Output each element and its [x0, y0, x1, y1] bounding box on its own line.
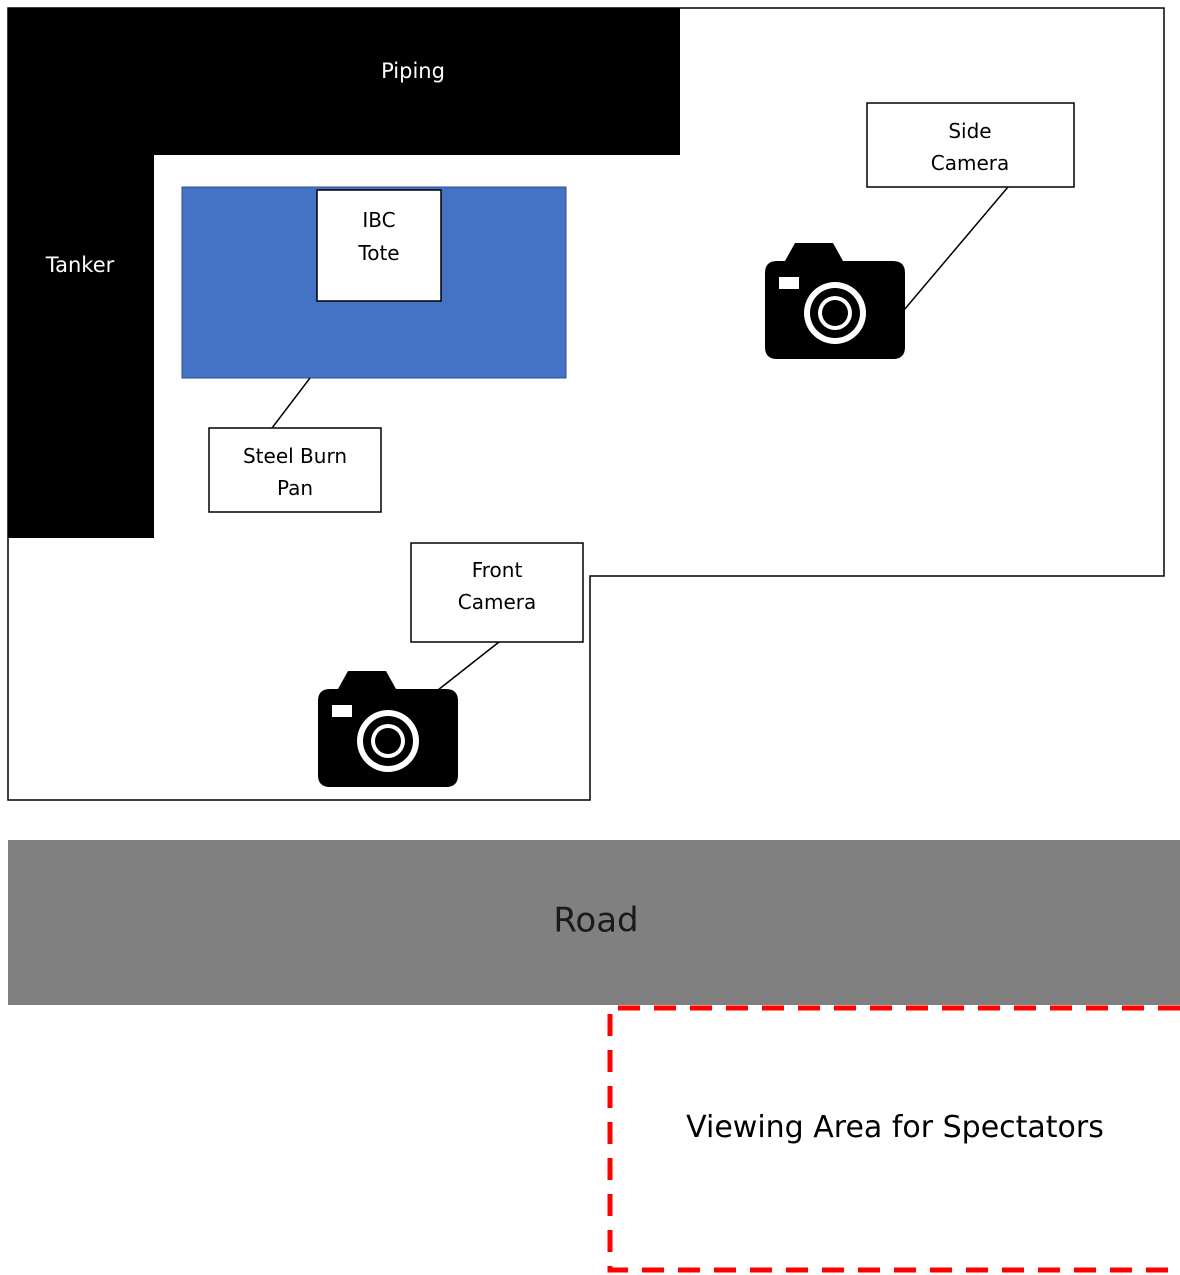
ibc-tote-label-line1: IBC — [362, 208, 395, 232]
side-camera-label-line2: Camera — [931, 151, 1010, 175]
front-camera-callout-box — [410, 542, 584, 643]
ibc-tote-label-line2: Tote — [357, 241, 399, 265]
side-camera-callout-box — [866, 102, 1075, 188]
tanker-label: Tanker — [45, 253, 115, 277]
viewing-area-label: Viewing Area for Spectators — [686, 1110, 1104, 1145]
ibc-tote-box — [316, 189, 442, 302]
burn-pan-label-line1: Steel Burn — [243, 444, 347, 468]
burn-pan-leader-line — [271, 377, 311, 429]
road — [8, 840, 1180, 1005]
viewing-area-boundary — [607, 1005, 1180, 1273]
piping-label: Piping — [381, 59, 445, 83]
front-camera-label-line2: Camera — [458, 590, 537, 614]
front-camera-leader-line — [437, 641, 500, 691]
burn-pan-label-line2: Pan — [277, 476, 313, 500]
road-label: Road — [553, 901, 638, 941]
burn-pan-callout-box — [208, 427, 382, 513]
piping-tanker-structure — [8, 8, 680, 538]
side-camera-leader-line — [903, 186, 1009, 311]
front-camera-label-line1: Front — [472, 558, 523, 582]
side-camera-label-line1: Side — [948, 119, 991, 143]
